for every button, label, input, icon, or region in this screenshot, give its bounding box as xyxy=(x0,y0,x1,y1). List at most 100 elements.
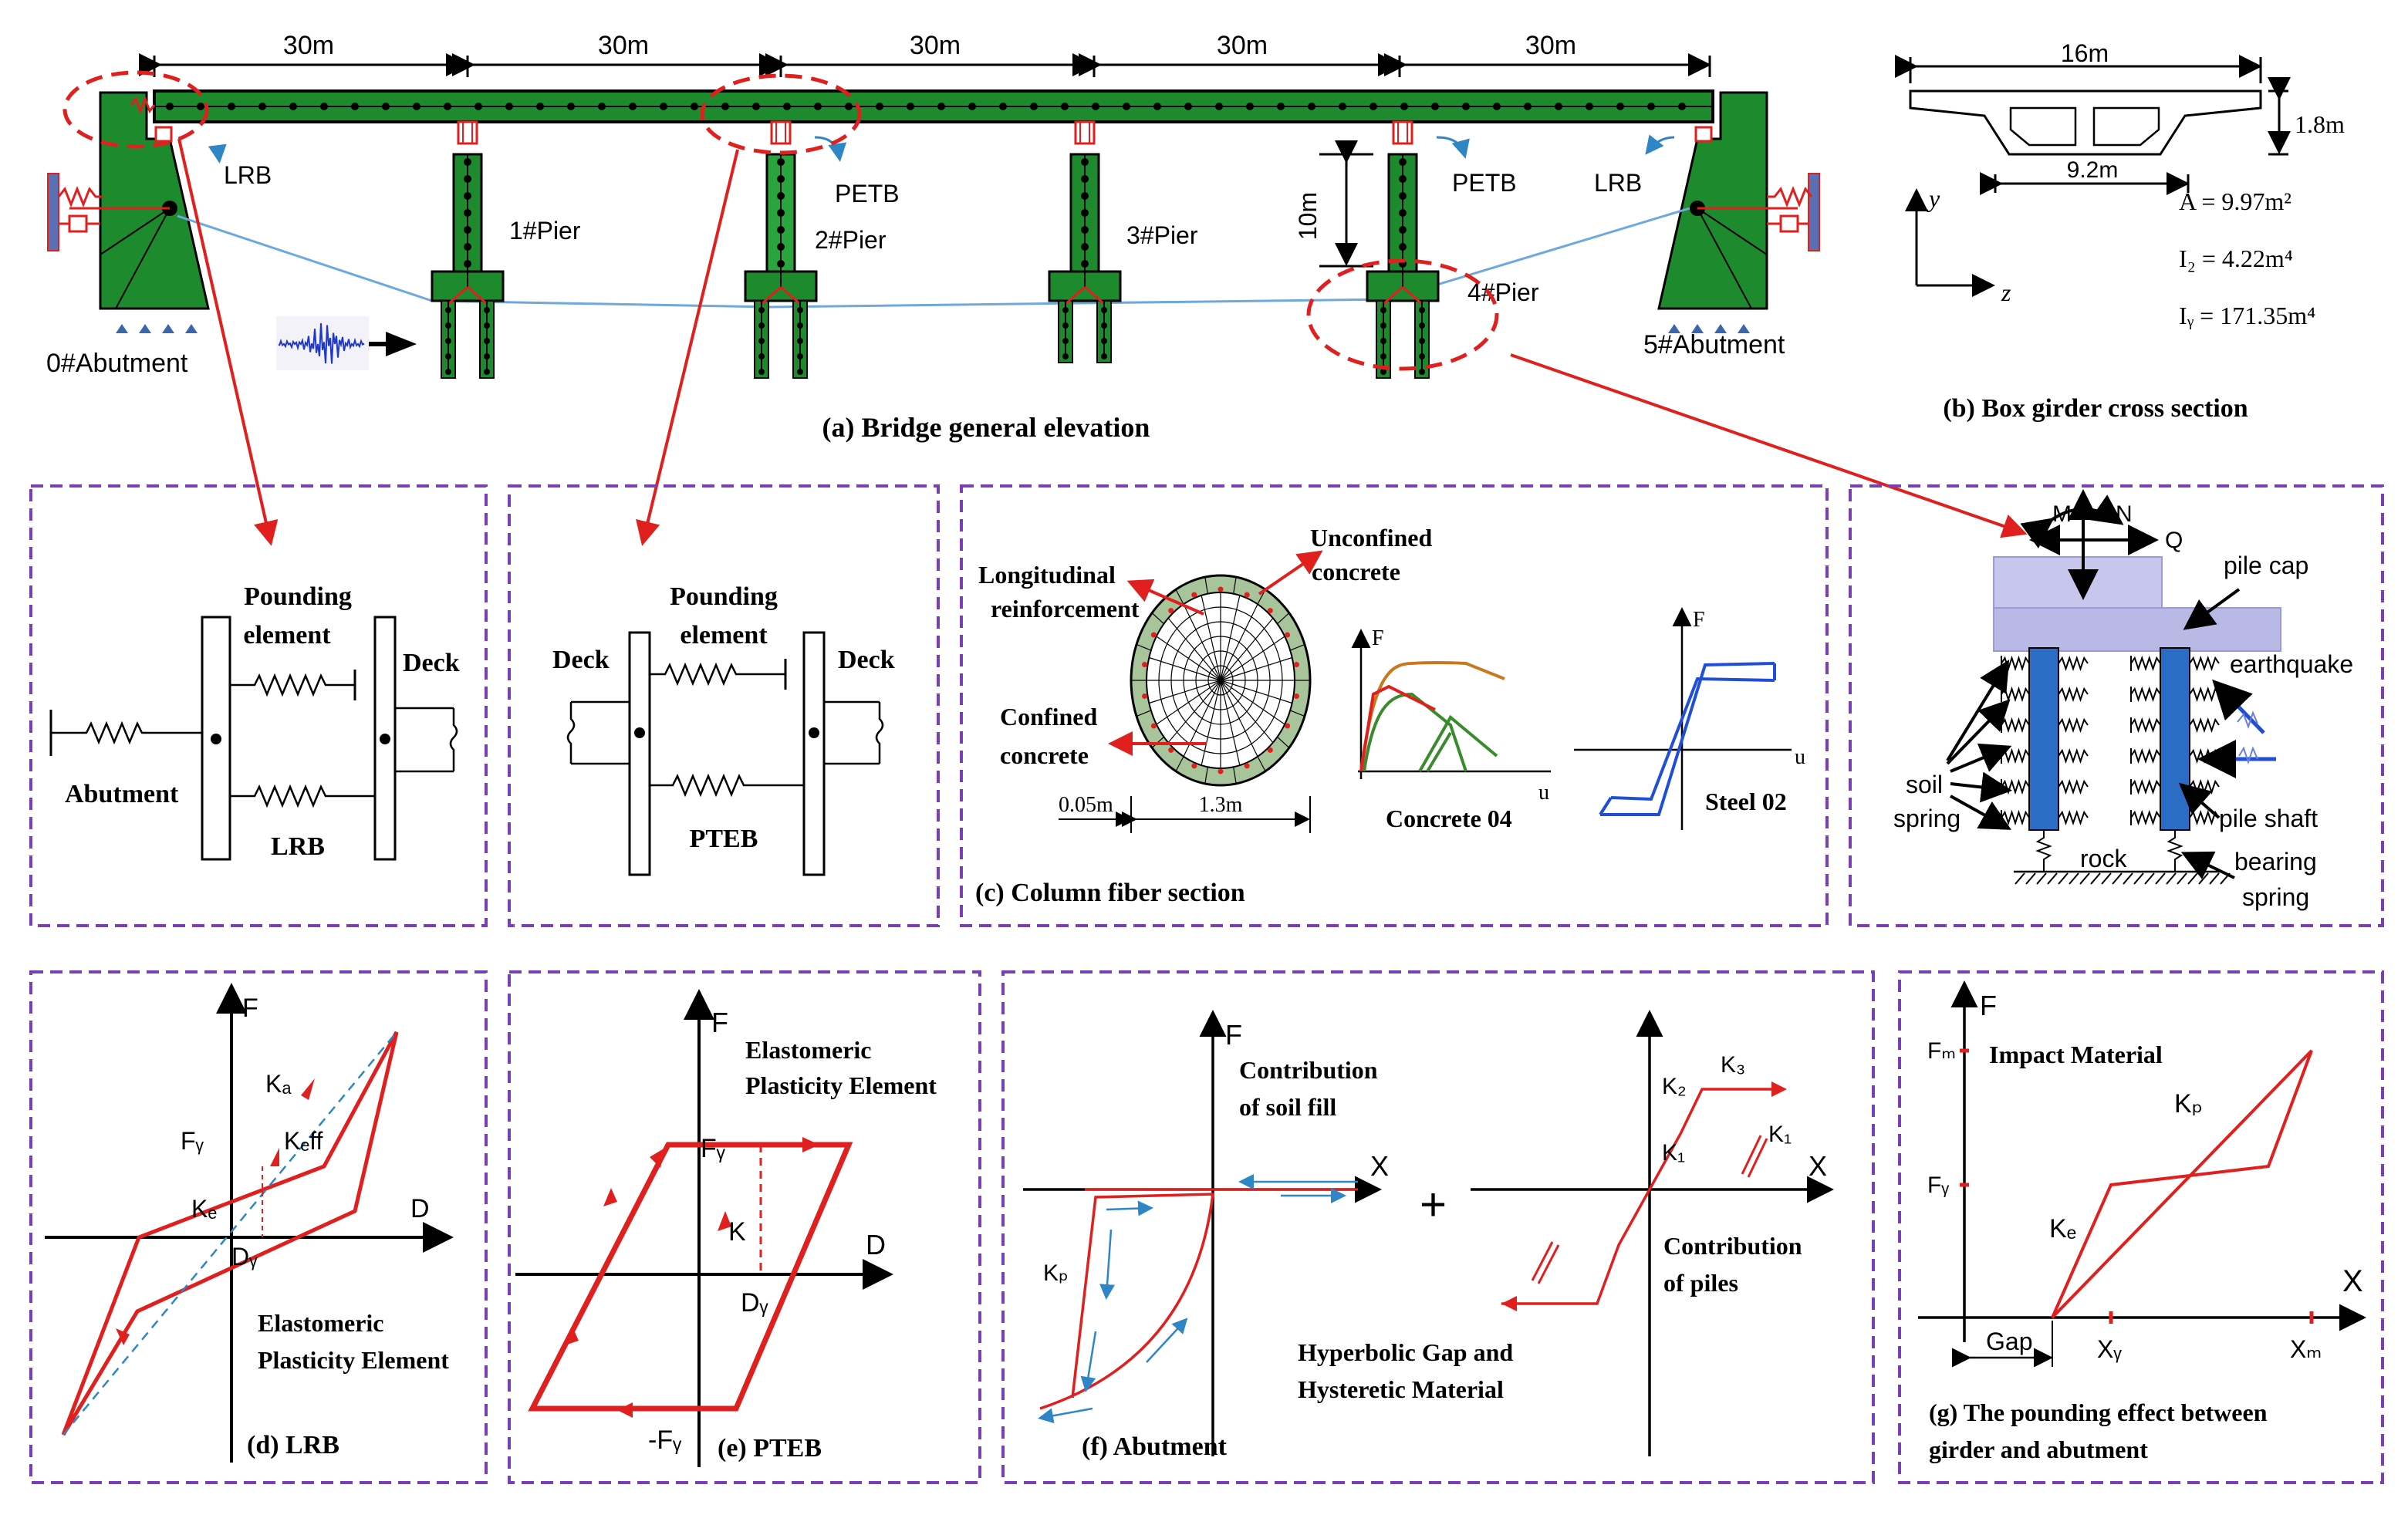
unconfined-line1: Unconfined xyxy=(1310,524,1432,552)
pile-shaft-left xyxy=(2028,647,2059,831)
pile-q-label: Q xyxy=(2165,528,2183,553)
pile-cap-block xyxy=(1993,607,2281,652)
caption-c: (c) Column fiber section xyxy=(975,879,1245,907)
soil-fill-line1: Contribution xyxy=(1239,1056,1378,1084)
lrb-elastomeric-line1: Elastomeric xyxy=(258,1309,384,1337)
lrb-keff-label: Kₑff xyxy=(284,1127,323,1155)
box-girder-outline xyxy=(1909,89,2262,156)
abut-kp-label: Kₚ xyxy=(1043,1260,1069,1286)
lrb-model-panel: Pounding element Deck Abutment LRB xyxy=(49,582,460,861)
box-height-label: 1.8m xyxy=(2295,110,2345,138)
pier-4 xyxy=(1366,120,1440,379)
axis-y-label: y xyxy=(1927,184,1940,212)
callout-lrb xyxy=(62,70,209,149)
earthquake-input-icon xyxy=(276,316,417,370)
left-abutment-support xyxy=(47,173,59,251)
steel-f-label: F xyxy=(1693,608,1705,632)
abutment-5-label: 5#Abutment xyxy=(1643,330,1785,359)
steel-u-label: u xyxy=(1795,745,1805,769)
abut-k1b-label: K₁ xyxy=(1768,1122,1792,1147)
span-label-4: 30m xyxy=(1217,31,1268,60)
lrb-ke-label: Kₑ xyxy=(191,1195,217,1223)
ptb-deck-right: Deck xyxy=(838,646,895,674)
abut-k1a-label: K₁ xyxy=(1662,1140,1685,1166)
iz-prop: I₂ = 4.22m⁴ xyxy=(2179,245,2293,272)
pier-1-label: 1#Pier xyxy=(509,217,581,245)
box-bottom-label: 9.2m xyxy=(2067,157,2119,183)
abut-f-axis: F xyxy=(1225,1019,1242,1051)
pound-gap-label: Gap xyxy=(1986,1328,2032,1355)
pteb-neg-fy-label: -Fᵧ xyxy=(648,1426,682,1455)
caption-b: (b) Box girder cross section xyxy=(1943,394,2248,423)
pound-xy-label: Xᵧ xyxy=(2097,1335,2122,1363)
area-prop: A = 9.97m² xyxy=(2179,187,2291,215)
soil-line2: spring xyxy=(1893,805,1961,832)
diameter-label: 1.3m xyxy=(1199,793,1243,817)
pier-2-label: 2#Pier xyxy=(815,226,887,254)
right-abutment xyxy=(1657,91,1768,310)
pteb-elastomeric-line1: Elastomeric xyxy=(745,1036,872,1064)
caption-d: (d) LRB xyxy=(247,1431,339,1459)
abutment-panel: F X Contribution of soil fill Kₚ + X K₁ … xyxy=(1023,1010,1834,1461)
pteb-elastomeric-line2: Plasticity Element xyxy=(745,1071,937,1099)
piles-line1: Contribution xyxy=(1663,1232,1802,1260)
pile-cap-label: pile cap xyxy=(2224,552,2308,579)
bridge-elevation-panel: 30m 30m 30m 30m 30m LRB 0#Abutment xyxy=(46,31,1820,443)
height-label: 10m xyxy=(1294,192,1322,240)
ground-line xyxy=(177,207,1690,309)
caption-g-line1: (g) The pounding effect between xyxy=(1929,1399,2268,1426)
panel-borders xyxy=(29,484,2384,1484)
abut-k3-label: K₃ xyxy=(1721,1052,1745,1078)
pound-f-axis: F xyxy=(1980,990,1997,1021)
callout-ptb xyxy=(700,73,862,155)
caption-g-line2: girder and abutment xyxy=(1929,1436,2148,1463)
piles-line2: of piles xyxy=(1663,1269,1738,1297)
steel-02-label: Steel 02 xyxy=(1705,788,1787,815)
pier-3 xyxy=(1048,120,1122,363)
span-label-1: 30m xyxy=(283,31,334,60)
pile-shaft-label: pile shaft xyxy=(2219,805,2318,832)
callout-pile xyxy=(1306,258,1499,371)
pier-3-label: 3#Pier xyxy=(1126,221,1198,249)
unconfined-line2: concrete xyxy=(1312,558,1400,585)
ptb-pounding-line2: element xyxy=(680,621,768,650)
confined-line1: Confined xyxy=(1000,703,1097,731)
lrb-elastomeric-line2: Plasticity Element xyxy=(258,1346,449,1374)
impact-material-label: Impact Material xyxy=(1989,1041,2163,1068)
pound-fy-label: Fᵧ xyxy=(1927,1173,1949,1198)
pounding-panel: F Fₘ Fᵧ Impact Material Kₚ Kₑ X Gap Xᵧ X… xyxy=(1918,980,2366,1463)
hyperbolic-line2: Hysteretic Material xyxy=(1298,1375,1504,1403)
iy-prop: Iᵧ = 171.35m⁴ xyxy=(2179,302,2315,329)
petb-right-label: PETB xyxy=(1452,169,1517,197)
petb-mid-label: PETB xyxy=(835,180,900,208)
axis-z-label: z xyxy=(2001,278,2011,306)
pteb-k-label: K xyxy=(728,1217,746,1247)
abut-k2-label: K₂ xyxy=(1662,1074,1687,1099)
lrb-deck-label: Deck xyxy=(403,649,460,677)
bearing-line1: bearing xyxy=(2234,848,2317,876)
pile-shaft-right xyxy=(2160,647,2190,831)
pile-model-panel: M N Q pile cap earthquake soil spring pi… xyxy=(1893,489,2353,911)
confined-line2: concrete xyxy=(1000,741,1089,769)
span-label-2: 30m xyxy=(598,31,649,60)
ptb-deck-left: Deck xyxy=(552,646,610,674)
pile-m-label: M xyxy=(2052,501,2072,527)
span-label-5: 30m xyxy=(1525,31,1576,60)
lrb-pounding-line2: element xyxy=(243,621,331,650)
span-label-3: 30m xyxy=(910,31,961,60)
caption-e: (e) PTEB xyxy=(718,1434,822,1463)
pteb-fy-label: Fᵧ xyxy=(701,1134,726,1163)
abutment-0-label: 0#Abutment xyxy=(46,349,188,378)
pound-kp-label: Kₚ xyxy=(2174,1089,2203,1119)
cover-label: 0.05m xyxy=(1059,793,1113,817)
piers xyxy=(431,120,1440,379)
pteb-d-axis: D xyxy=(866,1229,886,1260)
lrb-kd-label: Kₐ xyxy=(265,1070,292,1098)
earthquake-label: earthquake xyxy=(2230,650,2353,678)
box-girder-panel: 16m 1.8m 9.2m y z A = 9.97m² I₂ = 4.22m⁴… xyxy=(1895,39,2345,423)
caption-f: (f) Abutment xyxy=(1082,1432,1228,1461)
bearing-line2: spring xyxy=(2242,883,2309,911)
soil-line1: soil xyxy=(1906,771,1943,798)
ptb-model-label: PTEB xyxy=(690,825,758,853)
